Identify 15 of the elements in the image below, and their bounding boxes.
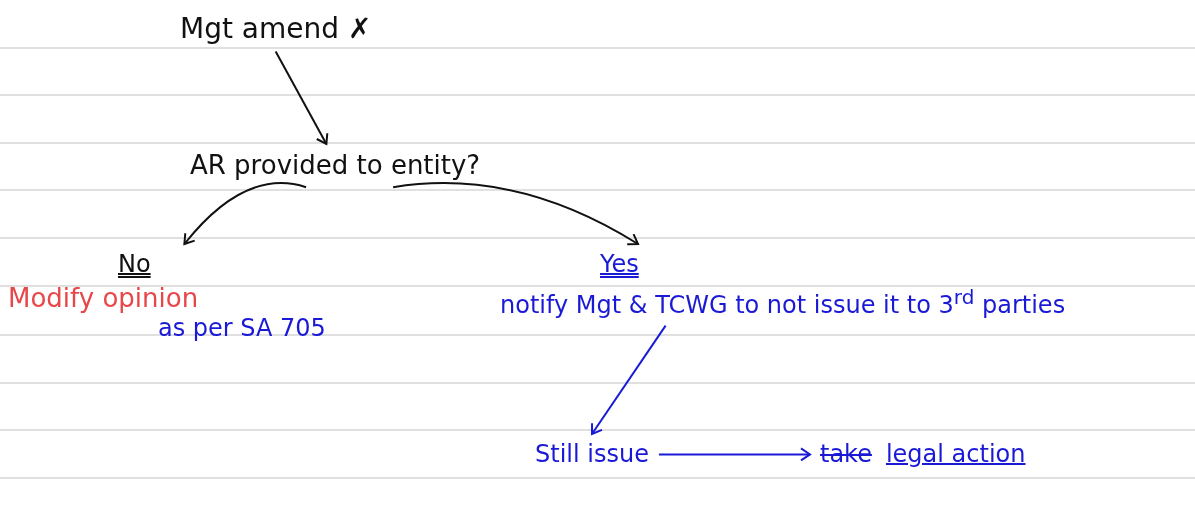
handwritten-note: Modify opinion — [8, 282, 199, 314]
handwritten-note: Mgt amend ✗ — [180, 12, 372, 46]
arrow — [590, 324, 667, 435]
handwritten-note: notify Mgt & TCWG to not issue it to 3$^{rd}$ parties — [500, 284, 1066, 320]
handwritten-note: legal action — [885, 440, 1026, 469]
handwritten-note: No — [118, 250, 151, 279]
arrow — [274, 50, 329, 145]
handwritten-note: Yes — [600, 250, 639, 279]
handwritten-note: take — [820, 440, 872, 469]
handwritten-note: AR provided to entity? — [190, 150, 481, 182]
handwritten-note: Still issue — [535, 440, 649, 469]
arrow — [392, 182, 639, 246]
handwritten-note: as per SA 705 — [158, 314, 326, 343]
arrow — [657, 447, 811, 462]
arrow — [183, 182, 308, 245]
